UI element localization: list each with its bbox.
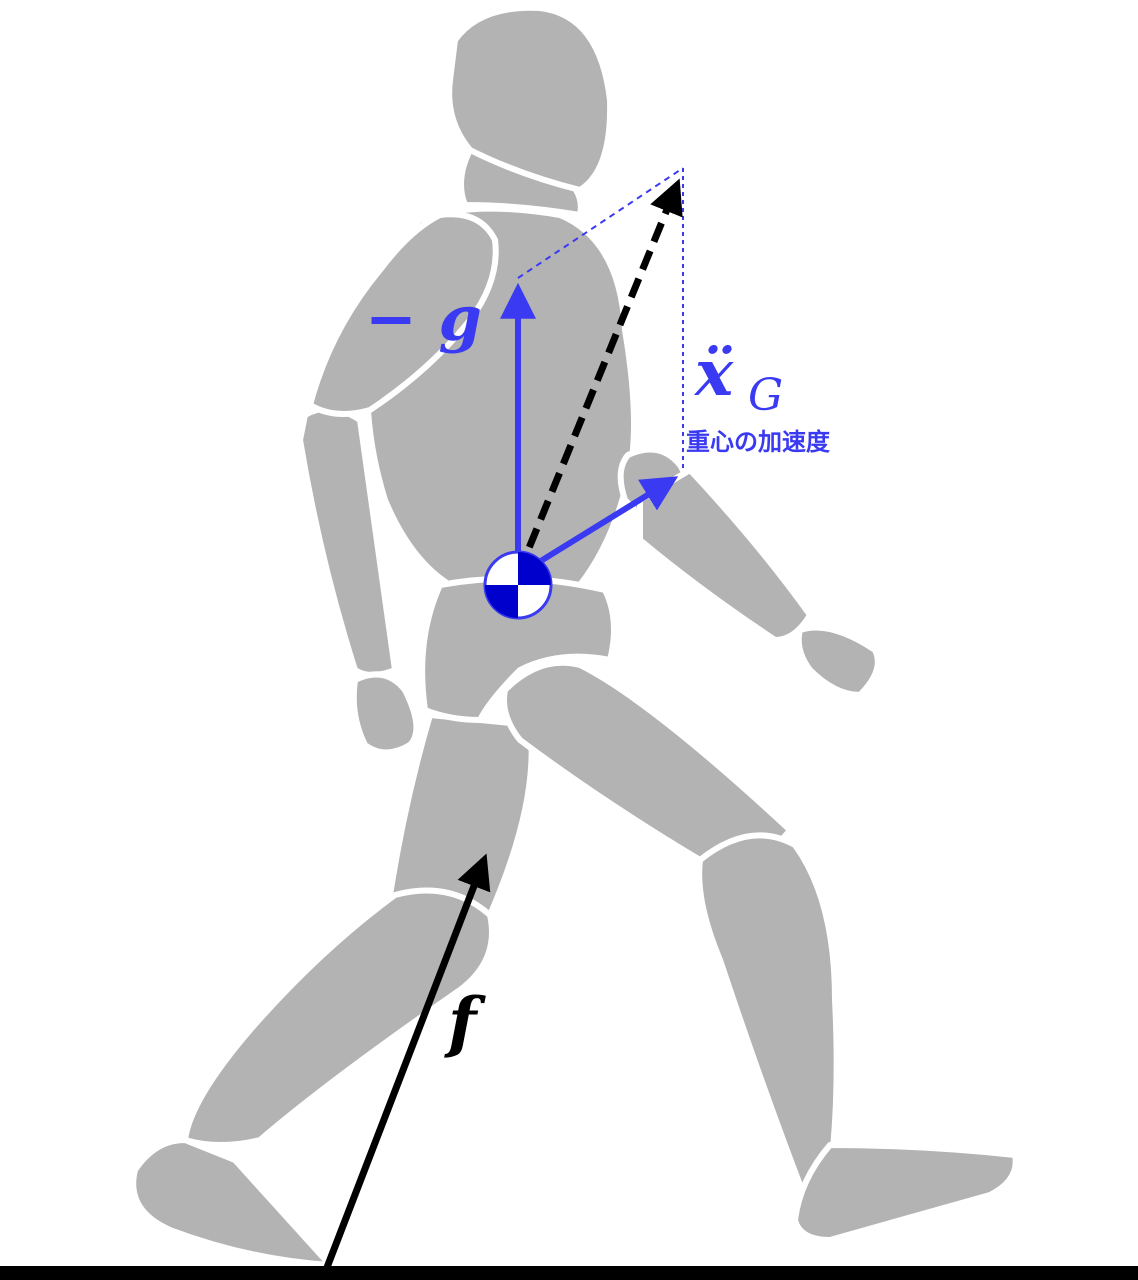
right-foot: [792, 1142, 1019, 1243]
left-shoulder: [307, 211, 499, 417]
mannequin-figure: [130, 4, 1019, 1268]
ground-line: [0, 1266, 1138, 1280]
right-thigh: [501, 659, 793, 865]
accel-caption-label: 重心の加速度: [686, 428, 831, 456]
head: [446, 4, 614, 193]
ground-reaction-force-arrow: [322, 853, 491, 1272]
pelvis: [419, 575, 617, 723]
left-hand: [350, 671, 420, 756]
force-label: f: [444, 983, 486, 1061]
acceleration-arrow: [516, 476, 679, 578]
minus-g-label: − g: [365, 282, 482, 355]
left-shin: [182, 887, 495, 1148]
right-forearm: [637, 467, 813, 643]
right-shin: [696, 832, 840, 1192]
center-of-mass-icon: [483, 550, 553, 620]
accel-subscript-label: G: [748, 370, 783, 421]
left-foot: [130, 1137, 333, 1268]
right-hand: [795, 624, 881, 698]
resultant-force-dashed-arrow: [514, 178, 683, 577]
accel-symbol-label: ẍ: [693, 336, 734, 411]
